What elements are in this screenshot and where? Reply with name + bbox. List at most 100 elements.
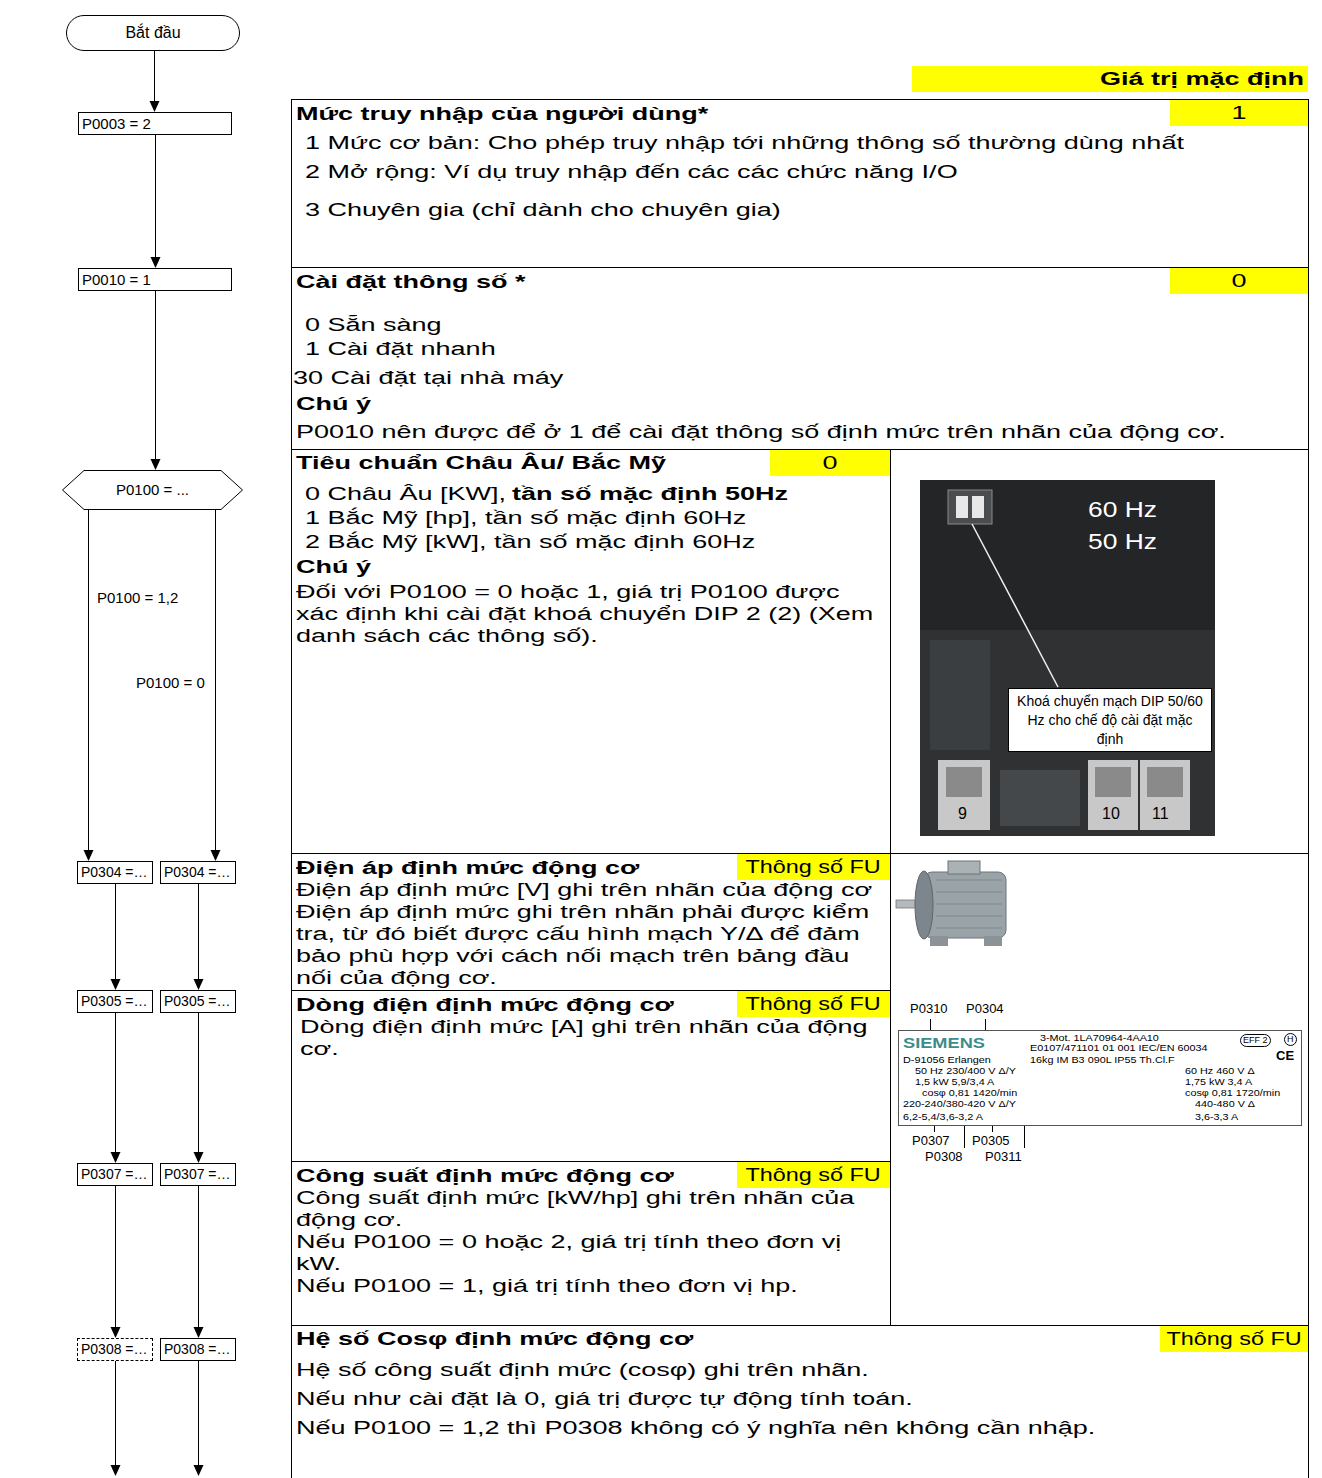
arrow-head <box>151 459 161 470</box>
body-text: 30 Cài đặt tại nhà máy <box>293 367 563 389</box>
parameter-cell: Cài đặt thông số *0 Sẵn sàng1 Cài đặt nh… <box>291 267 1309 450</box>
terminal-block <box>938 760 990 830</box>
body-text: P0305 =… <box>164 993 231 1010</box>
motor-body <box>924 872 1006 938</box>
body-text: P0304 =… <box>164 864 231 881</box>
connector-line <box>198 884 199 980</box>
leader-line <box>1024 1126 1025 1148</box>
edge-label: P0100 = 1,2 <box>95 588 180 607</box>
process-box: P0308 =… <box>160 1338 236 1361</box>
body-text: Điện áp định mức [V] ghi trên nhãn của đ… <box>296 879 881 901</box>
body-text: E0107/471101 01 001 IEC/EN 60034 <box>1030 1043 1208 1054</box>
body-text: Điện áp định mức ghi trên nhãn phải được… <box>296 901 881 989</box>
callout-box: Khoá chuyển mạch DIP 50/60 Hz cho chế độ… <box>1008 688 1212 752</box>
connector-line <box>88 510 89 851</box>
heading-text: Điện áp định mức động cơ <box>296 857 639 879</box>
body-text: Nếu P0100 = 0 hoặc 2, giá trị tính theo … <box>296 1231 881 1275</box>
parameter-cell: Mức truy nhập của người dùng*1 Mức cơ bả… <box>291 99 1309 268</box>
body-text: 1 <box>1231 102 1246 124</box>
body-text: 50 Hz 230/400 V Δ/Y <box>915 1066 1016 1077</box>
arrow-head <box>111 1152 121 1163</box>
body-text: 3 Chuyên gia (chỉ dành cho chuyên gia) <box>305 199 781 221</box>
dip-lever <box>972 496 984 518</box>
motor-fin <box>936 916 1002 917</box>
callout-number: P0310 <box>910 1001 948 1017</box>
arrow-head <box>84 850 94 861</box>
body-text: Dòng điện định mức [A] ghi trên nhãn của… <box>300 1016 885 1060</box>
body-text: H <box>1284 1033 1297 1046</box>
parameter-cell: Điện áp định mức động cơĐiện áp định mức… <box>291 853 891 991</box>
connector-line <box>115 884 116 980</box>
heading-text: Giá trị mặc định <box>1100 68 1304 90</box>
terminal-block <box>1088 760 1138 830</box>
arrow-head <box>151 257 161 268</box>
photo-ground <box>920 480 1215 836</box>
terminal-slot <box>1147 767 1183 797</box>
continuation-line <box>198 1361 199 1466</box>
process-box: P0307 =… <box>160 1163 236 1186</box>
body-text: 220-240/380-420 V Δ/Y <box>903 1099 1016 1110</box>
body-text: Thông số FU <box>1166 1328 1301 1350</box>
dip-switch <box>948 490 992 524</box>
connector-line <box>115 1186 116 1328</box>
flow-connector <box>151 135 161 268</box>
motor-nameplate: SIEMENS3-Mot. 1LA70964-4AA10E0107/471101… <box>898 1030 1302 1126</box>
process-box: P0003 = 2 <box>78 112 232 135</box>
body-text: Nếu P0100 = 1,2 thì P0308 không có ý ngh… <box>296 1417 1095 1439</box>
motor-fin <box>936 928 1002 929</box>
body-text: 440-480 V Δ <box>1195 1099 1255 1110</box>
default-value-badge: 0 <box>770 450 890 476</box>
body-text: Công suất định mức [kW/hp] ghi trên nhãn… <box>296 1187 881 1231</box>
body-text: P0305 =… <box>81 993 148 1010</box>
hexagon-shape <box>63 471 243 510</box>
arrow-head <box>150 101 160 112</box>
heading-text: Cài đặt thông số * <box>296 271 526 293</box>
body-text: Nếu như cài đặt là 0, giá trị được tự độ… <box>296 1388 913 1410</box>
motor-illustration <box>896 861 1006 946</box>
connector-line <box>198 1013 199 1153</box>
callout-number: P0304 <box>966 1001 1004 1017</box>
parameter-cell: Công suất định mức động cơCông suất định… <box>291 1161 891 1326</box>
terminal-block <box>1140 760 1190 830</box>
photo-panel <box>930 640 990 750</box>
heading-text: Chú ý <box>296 393 371 415</box>
flow-connector <box>194 884 204 990</box>
body-text: P0308 =… <box>81 1341 148 1358</box>
body-text: cosφ 0,81 1420/min <box>922 1088 1017 1099</box>
default-value-header: Giá trị mặc định <box>912 66 1308 92</box>
continuation-line <box>115 1361 116 1466</box>
body-text: P0010 = 1 <box>82 271 151 289</box>
body-text: Bắt đầu <box>125 23 180 43</box>
heading-text: Dòng điện định mức động cơ <box>296 994 674 1016</box>
parameter-cell: Dòng điện định mức động cơDòng điện định… <box>291 990 891 1162</box>
heading-text: Hệ số Cosφ định mức động cơ <box>296 1328 693 1350</box>
motor-foot <box>930 936 948 946</box>
decision-hexagon: P0100 = ... <box>62 470 243 510</box>
body-text: Hệ số công suất định mức (cosφ) ghi trên… <box>296 1359 869 1381</box>
callout-leader <box>972 524 1058 687</box>
terminal-number: 11 <box>1152 804 1169 823</box>
heading-text: Chú ý <box>296 556 371 578</box>
connector-line <box>155 135 156 258</box>
heading-text: SIEMENS <box>903 1035 985 1051</box>
flow-connector <box>111 884 121 990</box>
body-text: EFF 2 <box>1240 1034 1271 1047</box>
grid-line <box>1308 449 1309 1326</box>
switch-position-label: 60 Hz <box>1088 497 1157 523</box>
body-text: 0 <box>822 452 837 474</box>
connector-line <box>155 291 156 460</box>
body-text: 1,5 kW 5,9/3,4 A <box>915 1077 994 1088</box>
arrow-head <box>211 850 221 861</box>
body-text: P0003 = 2 <box>82 115 151 133</box>
leader-line <box>985 1019 986 1030</box>
motor-flange <box>915 871 933 939</box>
flow-connector <box>151 291 161 470</box>
body-text: P0304 =… <box>81 864 148 881</box>
body-text: Thông số FU <box>746 993 881 1015</box>
connector-line <box>198 1186 199 1328</box>
body-text: P0307 =… <box>81 1166 148 1183</box>
heading-text: Công suất định mức động cơ <box>296 1165 674 1187</box>
arrow-head <box>111 1465 121 1476</box>
leader-line <box>930 1019 931 1030</box>
